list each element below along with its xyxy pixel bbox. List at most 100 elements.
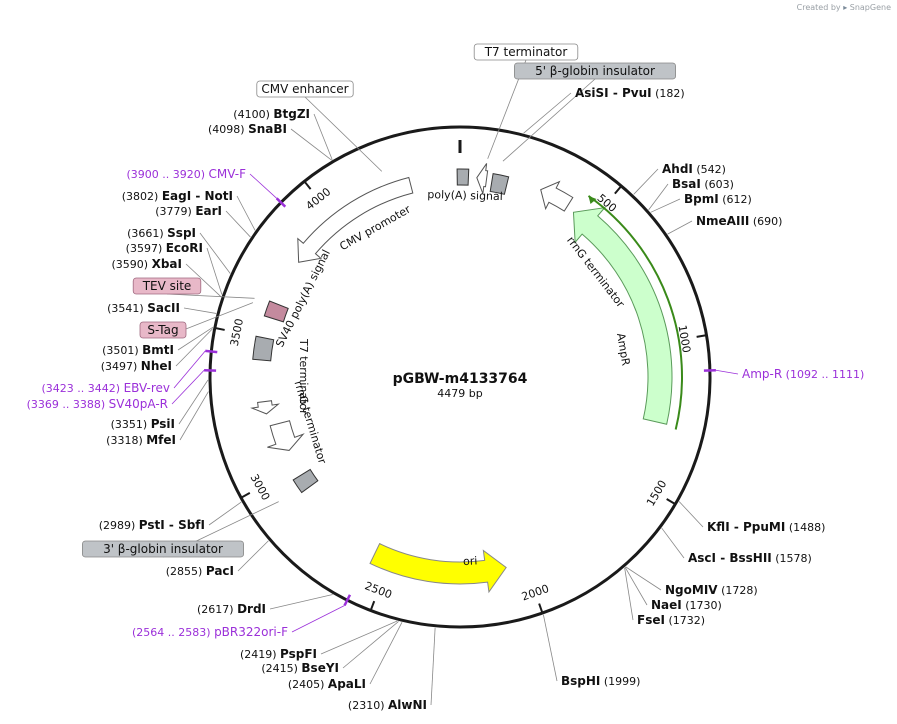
enzyme-text: NaeI (1730) xyxy=(651,598,722,612)
enzyme-label[interactable]: AhdI (542) xyxy=(662,162,726,176)
enzyme-label[interactable]: (3661) SspI xyxy=(127,226,196,240)
enzyme-label[interactable]: (3597) EcoRI xyxy=(126,241,203,255)
enzyme-label[interactable]: BpmI (612) xyxy=(684,192,752,206)
enzyme-text: (2617) DrdI xyxy=(197,602,266,616)
enzyme-label[interactable]: (3351) PsiI xyxy=(111,417,175,431)
primer-range: (2564 .. 2583) xyxy=(132,626,214,639)
enzyme-text: AhdI (542) xyxy=(662,162,726,176)
leader-line xyxy=(291,605,345,633)
enzyme-name: EarI xyxy=(195,204,222,218)
enzyme-position: (1488) xyxy=(785,521,825,534)
primer-text: (3900 .. 3920) CMV-F xyxy=(126,167,246,181)
enzyme-label[interactable]: NgoMIV (1728) xyxy=(665,583,758,597)
primer-name: EBV-rev xyxy=(124,381,170,395)
enzyme-name: - PvuI xyxy=(609,86,652,100)
leader-line xyxy=(650,198,681,213)
enzyme-position: (1732) xyxy=(665,614,705,627)
rrng-terminator-bottom xyxy=(267,420,305,451)
enzyme-position: (2415) xyxy=(261,662,301,675)
leader-line xyxy=(183,307,217,314)
primer-label[interactable]: Amp-R (1092 .. 1111) xyxy=(742,367,864,381)
enzyme-text: (3318) MfeI xyxy=(106,433,176,447)
primer-range: (3423 .. 3442) xyxy=(42,382,124,395)
enzyme-label[interactable]: FseI (1732) xyxy=(637,613,705,627)
enzyme-label[interactable]: KflI - PpuMI (1488) xyxy=(707,520,825,534)
enzyme-name: SspI xyxy=(167,226,196,240)
enzyme-label[interactable]: (2415) BseYI xyxy=(261,661,339,675)
leader-line xyxy=(249,173,277,199)
feature-box-label[interactable]: TEV site xyxy=(132,277,202,295)
enzyme-label[interactable]: AscI - BssHII (1578) xyxy=(688,551,812,565)
enzyme-label[interactable]: BspHI (1999) xyxy=(561,674,640,688)
enzyme-text: (3802) EagI - NotI xyxy=(122,189,233,203)
feature-box-text: CMV enhancer xyxy=(261,82,348,96)
tick-mark xyxy=(369,600,376,612)
feature-label-sv40: SV40 poly(A) signal xyxy=(273,248,333,350)
enzyme-label[interactable]: (3802) EagI - NotI xyxy=(122,189,233,203)
enzyme-position: (1999) xyxy=(600,675,640,688)
leader-line xyxy=(624,567,634,621)
feature-box xyxy=(256,80,354,98)
primer-name: Amp-R xyxy=(742,367,782,381)
enzyme-label[interactable]: (3318) MfeI xyxy=(106,433,176,447)
enzyme-label[interactable]: AsiSI - PvuI (182) xyxy=(575,86,685,100)
feature-box-label[interactable]: T7 terminator xyxy=(473,43,579,61)
enzyme-label[interactable]: NmeAIII (690) xyxy=(696,214,782,228)
enzyme-name: - PpuMI xyxy=(730,520,786,534)
enzyme-label[interactable]: (2617) DrdI xyxy=(197,602,266,616)
primer-label[interactable]: (3900 .. 3920) CMV-F xyxy=(126,167,246,181)
enzyme-label[interactable]: (3590) XbaI xyxy=(112,257,182,271)
rrng-terminator-top xyxy=(540,180,574,212)
leader-line xyxy=(523,92,572,134)
primer-label[interactable]: (3423 .. 3442) EBV-rev xyxy=(42,381,171,395)
snapgene-brand: Created by ▸ SnapGene xyxy=(797,3,891,12)
enzyme-label[interactable]: (4098) SnaBI xyxy=(208,122,287,136)
feature-box-label[interactable]: 3' β-globin insulator xyxy=(82,540,244,558)
feature-box-text: 3' β-globin insulator xyxy=(103,542,223,556)
leader-line xyxy=(430,627,436,706)
enzyme-label[interactable]: (2419) PspFI xyxy=(240,647,317,661)
leader-line xyxy=(502,78,596,162)
enzyme-label[interactable]: BsaI (603) xyxy=(672,177,734,191)
leader-line xyxy=(678,501,704,528)
primer-range: (1092 .. 1111) xyxy=(782,368,864,381)
tick-mark xyxy=(538,603,544,615)
enzyme-label[interactable]: NaeI (1730) xyxy=(651,598,722,612)
enzyme-label[interactable]: (3779) EarI xyxy=(155,204,222,218)
enzyme-name: - SbfI xyxy=(165,518,205,532)
feature-box-label[interactable]: S-Tag xyxy=(139,321,187,339)
enzyme-label[interactable]: (3501) BmtI xyxy=(102,343,174,357)
enzyme-label[interactable]: (2989) PstI - SbfI xyxy=(99,518,205,532)
enzyme-position: (3541) xyxy=(107,302,147,315)
enzyme-label[interactable]: (3497) NheI xyxy=(101,359,172,373)
leader-line xyxy=(185,263,222,298)
tick-mark xyxy=(696,334,708,338)
enzyme-label[interactable]: (2855) PacI xyxy=(166,564,234,578)
feature-box-text: T7 terminator xyxy=(484,45,568,59)
enzyme-label[interactable]: (4100) BtgZI xyxy=(233,107,310,121)
enzyme-position: (3661) xyxy=(127,227,167,240)
s-tag-box xyxy=(263,300,289,323)
enzyme-text: (4100) BtgZI xyxy=(233,107,310,121)
created-by-text: Created by xyxy=(796,3,841,12)
enzyme-position: (2419) xyxy=(240,648,280,661)
enzyme-text: (3501) BmtI xyxy=(102,343,174,357)
leader-line xyxy=(206,247,223,295)
feature-box-label[interactable]: 5' β-globin insulator xyxy=(514,62,677,80)
feature-box-label[interactable]: CMV enhancer xyxy=(256,80,354,98)
enzyme-name: PstI xyxy=(139,518,165,532)
enzyme-position: (1578) xyxy=(772,552,812,565)
enzyme-position: (690) xyxy=(749,215,782,228)
leader-line xyxy=(320,620,398,655)
feature-label-ori: ori xyxy=(463,554,478,568)
enzyme-label[interactable]: (3541) SacII xyxy=(107,301,180,315)
primer-text: Amp-R (1092 .. 1111) xyxy=(742,367,864,381)
tick-label: 2000 xyxy=(520,582,551,604)
enzyme-name: BspHI xyxy=(561,674,600,688)
enzyme-label[interactable]: (2310) AlwNI xyxy=(348,698,427,712)
primer-label[interactable]: (3369 .. 3388) SV40pA-R xyxy=(27,397,168,411)
enzyme-text: BspHI (1999) xyxy=(561,674,640,688)
enzyme-name: KflI xyxy=(707,520,730,534)
primer-label[interactable]: (2564 .. 2583) pBR322ori-F xyxy=(132,625,288,639)
enzyme-label[interactable]: (2405) ApaLI xyxy=(288,677,366,691)
